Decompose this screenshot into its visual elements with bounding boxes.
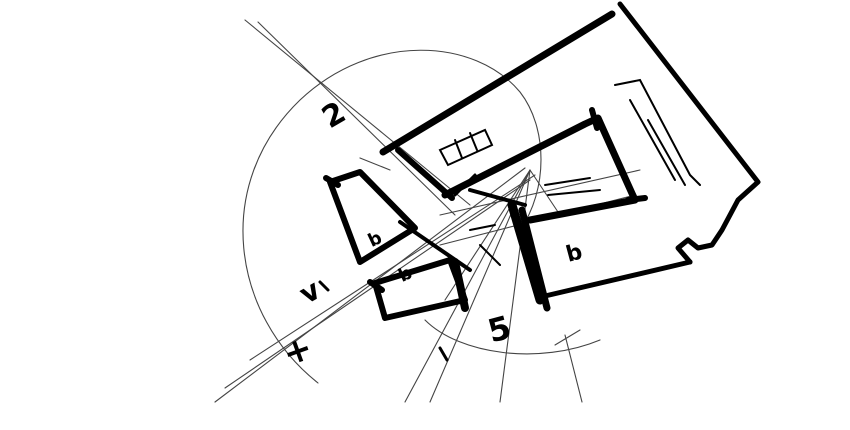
top-wall [379, 10, 616, 156]
central-cross-2 [468, 188, 527, 207]
left-wing-corner [323, 175, 341, 188]
rect-mark [438, 128, 494, 167]
tick-near-5 [438, 346, 449, 362]
center-hatch-1 [479, 244, 501, 266]
label-ticks [318, 280, 449, 362]
central-post-2 [518, 206, 551, 312]
lower-left-wing [372, 257, 468, 321]
upper-right-wing [441, 114, 639, 224]
building-outlines [323, 1, 761, 321]
center-hatch-4 [547, 189, 601, 196]
label-2: 2 [316, 95, 352, 136]
left-wing [327, 169, 418, 265]
guide-circle-arc [242, 49, 542, 384]
stair-mark-2 [629, 99, 676, 181]
label-v: v [294, 273, 326, 311]
guide-lower-arc [424, 319, 601, 355]
stair-mark-3 [647, 119, 686, 186]
guide-left-mark [359, 157, 391, 171]
guide-diagonal-5 [249, 174, 536, 361]
central-post-1 [507, 200, 545, 305]
tick-near-v [318, 280, 330, 292]
central-post-3 [451, 258, 469, 312]
rect-mark-inner-2 [469, 132, 478, 151]
stair-mark-1 [614, 78, 701, 186]
center-hatch-3 [544, 177, 591, 186]
upper-right-wing-post-2 [625, 195, 648, 203]
guide-vertical-right [564, 334, 583, 403]
label-b-right: b [563, 240, 585, 268]
upper-right-wing-post [589, 107, 600, 131]
central-cross-1 [398, 220, 472, 272]
rect-mark-inner-1 [454, 139, 463, 159]
guide-horizontal-1 [439, 169, 641, 216]
central-cross-3 [453, 173, 477, 197]
diagonal-connector [395, 147, 455, 201]
label-plus: + [277, 328, 317, 375]
right-outer-wall [617, 1, 761, 265]
detail-hatching [438, 78, 701, 266]
guide-diagonal-2 [257, 21, 456, 216]
guide-arrow-tick [554, 329, 581, 346]
guide-fan-5 [529, 169, 561, 216]
bottom-right-wall [542, 259, 693, 299]
guide-diagonal-1 [244, 19, 471, 206]
label-5: 5 [484, 308, 515, 350]
center-hatch-2 [469, 224, 496, 231]
lower-left-wing-corner [367, 279, 385, 293]
